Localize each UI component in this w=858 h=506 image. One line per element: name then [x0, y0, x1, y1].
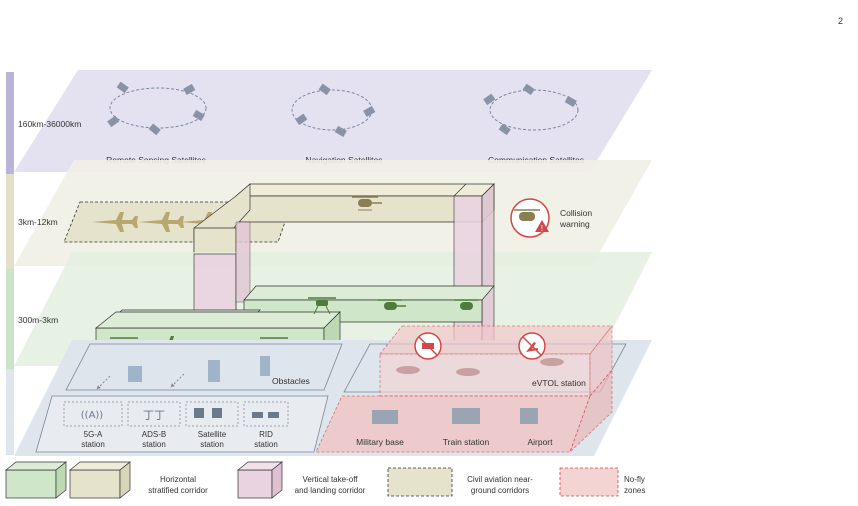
legend: Horizontal stratified corridor Vertical … [5, 461, 645, 499]
legend-horizontal-line1: Horizontal [160, 475, 196, 484]
satellite-dish-icon [194, 408, 204, 418]
obstacles-area [65, 343, 343, 391]
router-icon [252, 412, 263, 418]
satellite-icon [148, 123, 161, 136]
station-label-line2: station [81, 440, 105, 449]
satellite-icon [318, 83, 331, 96]
svg-text:!: ! [541, 224, 543, 233]
collision-warning-line1: Collision [560, 208, 592, 218]
horizontal-corridor-high [193, 183, 495, 255]
satellite-icon [564, 95, 577, 107]
satellite-icon [192, 109, 205, 121]
airport-icon [520, 408, 538, 424]
router-icon [268, 412, 279, 418]
train-station-label: Train station [443, 437, 490, 447]
page-number: 2 [838, 16, 843, 26]
legend-no-fly-swatch [559, 467, 619, 497]
satellite-icon [116, 81, 129, 94]
legend-horizontal-line2: stratified corridor [148, 486, 208, 495]
helicopter-icon [454, 299, 478, 310]
communication-constellation [483, 83, 579, 136]
helicopter-icon [378, 299, 406, 310]
altitude-label-space: 160km-36000km [18, 119, 81, 129]
legend-vertical-line1: Vertical take-off [303, 475, 359, 484]
airplane-icon [92, 212, 138, 232]
satellite-icon [334, 125, 347, 137]
airport-label: Airport [527, 437, 553, 447]
station-icons: ((A)) 丁丁 [81, 408, 279, 422]
satellite-icon [522, 83, 535, 96]
station-label-line2: station [142, 440, 166, 449]
satellite-icon [498, 123, 511, 136]
altitude-label-high: 3km-12km [18, 217, 58, 227]
station-boxes [63, 401, 289, 427]
building-icon [260, 356, 270, 376]
legend-nofly-line2: zones [624, 486, 645, 495]
evtol-pad-icon [456, 368, 480, 376]
altitude-bar-low [6, 269, 14, 369]
legend-horizontal-corridor-swatch [5, 461, 131, 499]
navigation-constellation [291, 83, 376, 137]
legend-civil-line2: ground corridors [471, 486, 529, 495]
station-label-line2: station [254, 440, 278, 449]
building-icon [128, 366, 142, 382]
airplane-icon [138, 212, 184, 232]
legend-vertical-line2: and landing corridor [295, 486, 366, 495]
legend-civil-aviation-swatch [387, 467, 453, 497]
legend-nofly-line1: No-fly [624, 475, 645, 484]
building-icon [208, 360, 220, 382]
satellite-icon [483, 93, 496, 106]
collision-warning-icon: ! [510, 198, 550, 238]
legend-civil-line1: Civil aviation near- [467, 475, 533, 484]
train-station-icon [452, 408, 480, 424]
signal-arrow [96, 375, 111, 390]
military-base-label: Military base [356, 437, 404, 447]
facility-icons [372, 408, 538, 424]
signal-arrow [170, 373, 185, 388]
obstacles-label: Obstacles [272, 376, 310, 386]
stations-area [35, 395, 329, 453]
evtol-pad-icon [396, 366, 420, 374]
satellite-icon [107, 115, 120, 128]
collision-warning-line2: warning [559, 219, 590, 229]
satellite-dish-icon [212, 408, 222, 418]
altitude-bar-ground [6, 369, 14, 455]
drone-icon [308, 297, 336, 315]
altitude-bar-space [6, 72, 14, 174]
station-label-line1: Satellite [198, 430, 227, 439]
remote-sensing-constellation [107, 81, 207, 136]
station-label-line2: station [200, 440, 224, 449]
antenna-icon: ((A)) [81, 410, 104, 421]
evtol-pad-icon [540, 358, 564, 366]
station-label-line1: ADS-B [142, 430, 166, 439]
no-drone-icon [414, 332, 442, 360]
evtol-station-label: eVTOL station [532, 378, 586, 388]
military-base-icon [372, 410, 398, 424]
legend-vertical-corridor-swatch [237, 461, 283, 499]
satellite-icon [363, 105, 376, 117]
satellite-icon [295, 113, 308, 126]
satellite-icon [183, 83, 196, 95]
building-icons [128, 356, 270, 382]
altitude-bar-high [6, 174, 14, 269]
tower-icon: 丁丁 [143, 409, 165, 422]
station-label-line1: RID [259, 430, 273, 439]
station-label-line1: 5G-A [84, 430, 103, 439]
no-airplane-icon [518, 332, 546, 360]
helicopter-icon [352, 196, 382, 211]
altitude-label-low: 300m-3km [18, 315, 58, 325]
